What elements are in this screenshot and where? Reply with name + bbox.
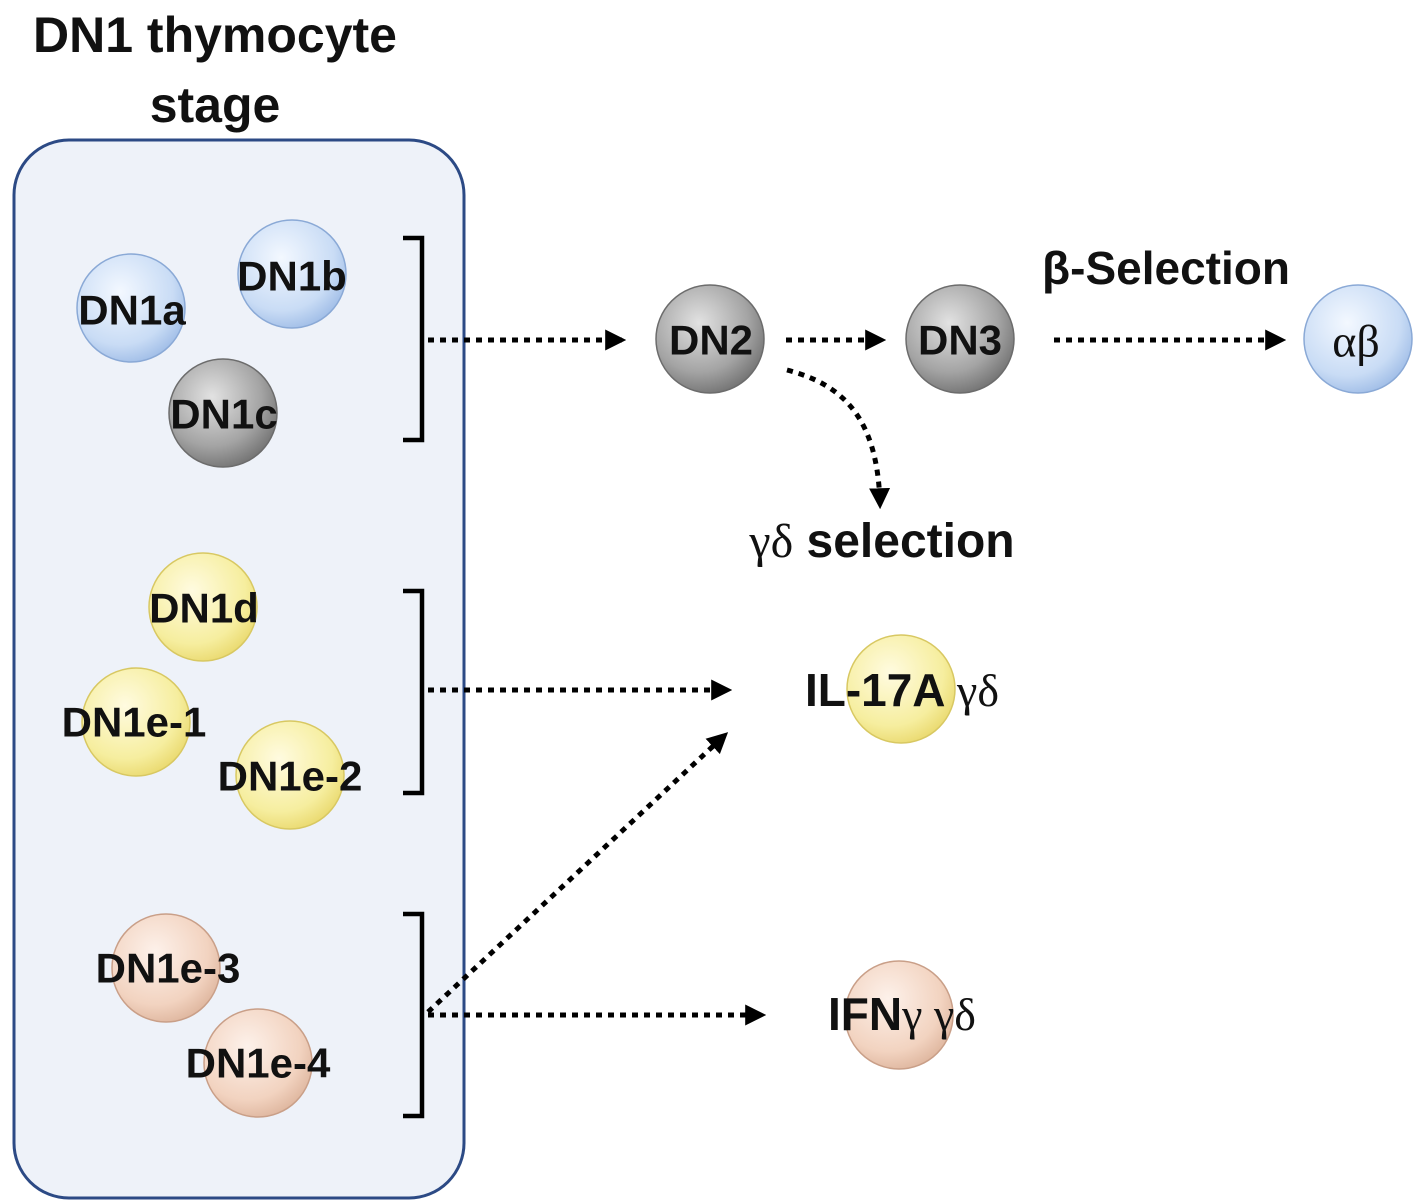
label-dn3: DN3 — [918, 317, 1002, 364]
ifn-gamma: γ — [901, 989, 922, 1040]
cell-dn1e-4 — [203, 1008, 313, 1118]
il17-cell-text: 17A — [861, 664, 945, 716]
label-dn1e-1: DN1e-1 — [62, 699, 207, 746]
label-ab: αβ — [1332, 316, 1380, 367]
label-beta-selection: β-Selection — [1042, 242, 1290, 294]
label-dn1b: DN1b — [237, 253, 347, 300]
cell-ifng — [844, 960, 954, 1070]
gd-selection-greek: γδ — [748, 515, 793, 568]
cell-dn1e-3 — [111, 913, 221, 1023]
bracket-top — [403, 235, 425, 443]
label-dn2: DN2 — [669, 317, 753, 364]
label-dn1d: DN1d — [149, 585, 259, 632]
cell-dn3 — [905, 284, 1015, 394]
title-line-2: stage — [149, 77, 281, 133]
diagram-title: DN1 thymocyte stage — [0, 0, 430, 140]
cell-il17a — [846, 634, 956, 744]
title-line-1: DN1 thymocyte — [33, 7, 397, 63]
cell-dn1d — [148, 552, 258, 662]
cell-dn1a — [76, 253, 186, 363]
label-il17a-gd: IL-17A γδ — [805, 664, 999, 716]
label-dn1a: DN1a — [78, 287, 186, 334]
label-dn1e-4: DN1e-4 — [186, 1040, 331, 1087]
label-dn1e-2: DN1e-2 — [218, 753, 363, 800]
label-dn1e-3: DN1e-3 — [96, 945, 241, 992]
bracket-middle — [403, 588, 425, 796]
label-gd-selection: γδ selection — [748, 515, 1014, 568]
label-dn1c: DN1c — [170, 391, 277, 438]
arrow-dn1e34-to-il17 — [426, 732, 729, 1014]
cell-dn1c — [168, 358, 278, 468]
arrow-dn2-to-gd-selection — [786, 367, 891, 510]
cell-dn1e-2 — [235, 720, 345, 830]
ifn-gd: γδ — [922, 989, 976, 1040]
gd-selection-word: selection — [793, 515, 1014, 568]
label-ifng-gd: IFNγ γδ — [828, 988, 976, 1040]
cell-ab — [1303, 284, 1413, 394]
cell-dn1b — [237, 219, 347, 329]
il17-prefix: IL- — [805, 664, 861, 716]
ifn-text: IFN — [828, 988, 902, 1040]
cell-dn2 — [655, 284, 765, 394]
il17-gd: γδ — [946, 665, 1000, 716]
bracket-bottom — [403, 911, 425, 1119]
cell-dn1e-1 — [81, 667, 191, 777]
